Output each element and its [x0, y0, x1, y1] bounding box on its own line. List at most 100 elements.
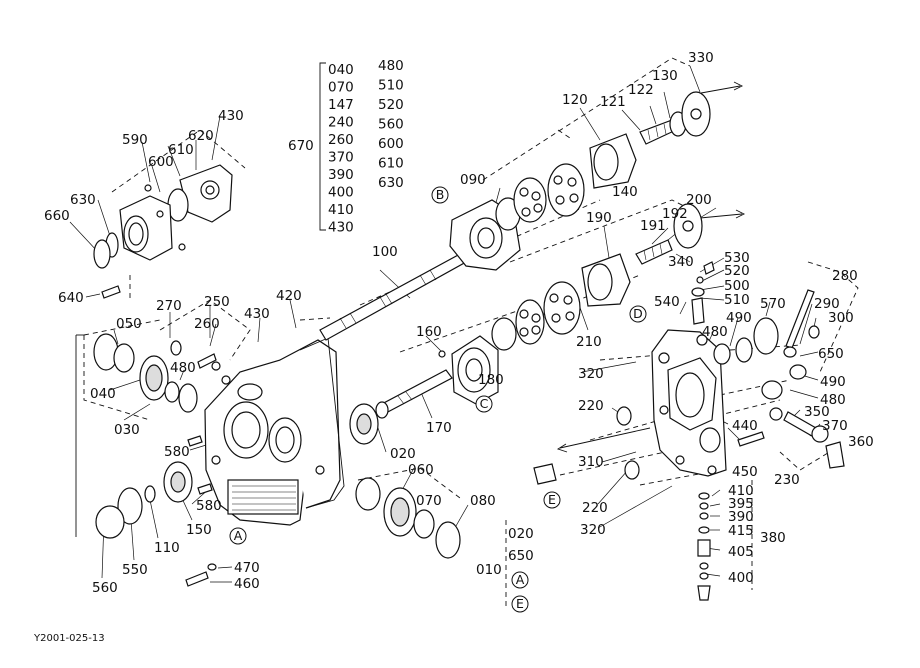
part-290: 290 [814, 296, 840, 312]
part-430-a: 430 [218, 108, 244, 124]
part-400: 400 [728, 570, 754, 586]
part-380: 380 [760, 530, 786, 546]
part-320-b: 320 [580, 522, 606, 538]
part-180: 180 [478, 372, 504, 388]
part-470: 470 [234, 560, 260, 576]
part-270: 270 [156, 298, 182, 314]
part-320-a: 320 [578, 366, 604, 382]
part-030: 030 [114, 422, 140, 438]
part-350: 350 [804, 404, 830, 420]
valve-body-d [533, 261, 845, 601]
part-210: 210 [576, 334, 602, 350]
shaft-100 [319, 253, 467, 341]
part-600: 600 [148, 154, 174, 170]
part-520: 520 [724, 263, 750, 279]
part-440: 440 [732, 418, 758, 434]
part-230: 230 [774, 472, 800, 488]
kit-670-item: 560 [378, 117, 404, 133]
part-040: 040 [90, 386, 116, 402]
part-260: 260 [194, 316, 220, 332]
part-160: 160 [416, 324, 442, 340]
part-480-c: 480 [170, 360, 196, 376]
part-220-a: 220 [578, 398, 604, 414]
part-300: 300 [828, 310, 854, 326]
part-080: 080 [470, 493, 496, 509]
part-192: 192 [662, 206, 688, 222]
part-650-a: 650 [818, 346, 844, 362]
pump-block-c [451, 203, 703, 405]
kit-670-item: 070 [328, 80, 354, 96]
part-130: 130 [652, 68, 678, 84]
letter-a-1: A [234, 528, 243, 543]
part-530: 530 [724, 250, 750, 266]
part-550: 550 [122, 562, 148, 578]
part-122: 122 [628, 82, 654, 98]
letter-a-2: A [516, 572, 525, 587]
part-010: 010 [476, 562, 502, 578]
part-500: 500 [724, 278, 750, 294]
kit-670-item: 630 [378, 175, 404, 191]
part-090: 090 [460, 172, 486, 188]
part-570: 570 [760, 296, 786, 312]
part-360: 360 [848, 434, 874, 450]
part-620: 620 [188, 128, 214, 144]
part-590: 590 [122, 132, 148, 148]
kit-670-item: 480 [378, 58, 404, 74]
kit-670-item: 520 [378, 97, 404, 113]
part-390: 390 [728, 509, 754, 525]
kit-670-item: 400 [328, 185, 354, 201]
part-420: 420 [276, 288, 302, 304]
part-190: 190 [586, 210, 612, 226]
kit-670-item: 370 [328, 150, 354, 166]
part-510: 510 [724, 292, 750, 308]
part-370: 370 [822, 418, 848, 434]
part-580-a: 580 [164, 444, 190, 460]
part-650-b: 650 [508, 548, 534, 564]
part-405: 405 [728, 544, 754, 560]
part-340: 340 [668, 254, 694, 270]
part-120: 120 [562, 92, 588, 108]
part-430-b: 430 [244, 306, 270, 322]
part-610: 610 [168, 142, 194, 158]
pump-block-b [449, 91, 711, 271]
letter-d: D [633, 306, 643, 321]
part-490-a: 490 [820, 374, 846, 390]
part-191: 191 [640, 218, 666, 234]
figure-code: Y2001-025-13 [33, 633, 105, 644]
callout-numbers: 330 130 122 121 120 090 140 200 192 191 … [44, 50, 874, 596]
kit-670-item: 410 [328, 202, 354, 218]
part-070: 070 [416, 493, 442, 509]
part-170: 170 [426, 420, 452, 436]
part-100: 100 [372, 244, 398, 260]
part-490-b: 490 [726, 310, 752, 326]
part-660: 660 [44, 208, 70, 224]
part-630: 630 [70, 192, 96, 208]
kit-670-item: 040 [328, 62, 354, 78]
part-580-b: 580 [196, 498, 222, 514]
kit-670-item: 147 [328, 97, 354, 113]
part-250: 250 [204, 294, 230, 310]
part-540: 540 [654, 294, 680, 310]
part-060: 060 [408, 462, 434, 478]
part-280: 280 [832, 268, 858, 284]
part-395: 395 [728, 496, 754, 512]
part-410: 410 [728, 483, 754, 499]
part-220-b: 220 [582, 500, 608, 516]
part-200: 200 [686, 192, 712, 208]
kit-670-item: 600 [378, 136, 404, 152]
part-330: 330 [688, 50, 714, 66]
part-121: 121 [600, 94, 626, 110]
shaft-170 [349, 350, 453, 445]
kit-670-item: 510 [378, 78, 404, 94]
part-460: 460 [234, 576, 260, 592]
part-020-b: 020 [508, 526, 534, 542]
part-640: 640 [58, 290, 84, 306]
part-050: 050 [116, 316, 142, 332]
letter-e-1: E [548, 492, 556, 507]
part-310: 310 [578, 454, 604, 470]
letter-b: B [436, 187, 445, 202]
kit-670-item: 390 [328, 167, 354, 183]
kit-670-item: 240 [328, 115, 354, 131]
